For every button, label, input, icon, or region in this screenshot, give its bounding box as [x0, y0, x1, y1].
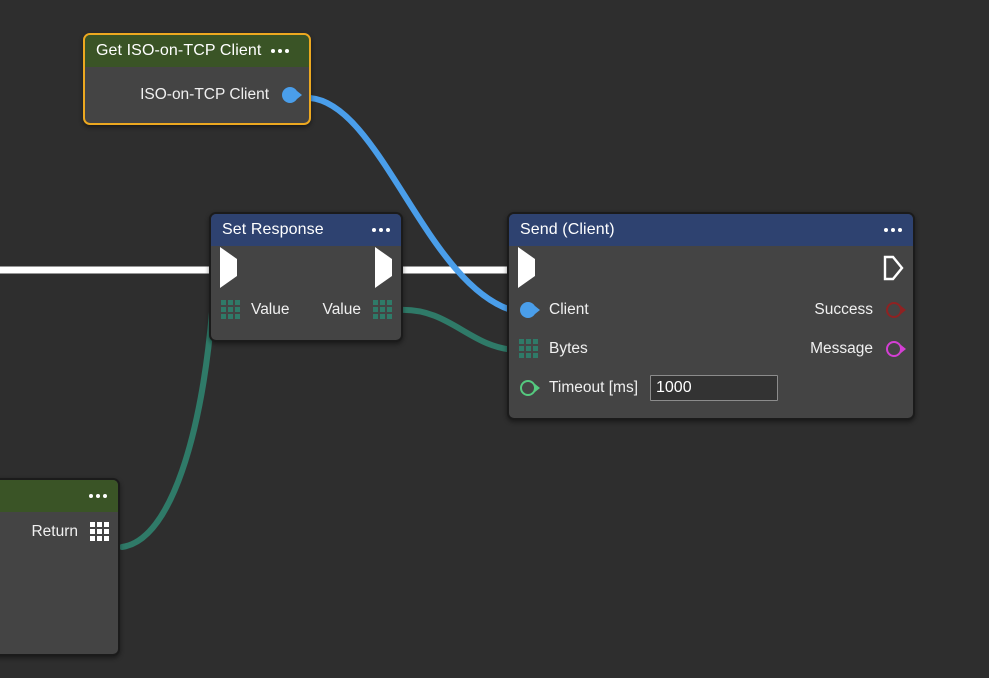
node-send-client[interactable]: Send (Client) [507, 212, 915, 420]
node-header[interactable] [0, 480, 118, 512]
struct-grid-pin-return[interactable] [88, 521, 110, 543]
object-pin-output[interactable] [279, 84, 302, 106]
node-title: Send (Client) [520, 221, 615, 238]
output-label: Value [322, 300, 362, 318]
object-pin-input-client[interactable] [517, 299, 540, 321]
wire-struct-return-to-set-response [119, 309, 215, 550]
node-return[interactable]: Return [0, 478, 120, 656]
bool-pin-output-success[interactable] [883, 299, 906, 321]
output-label: Success [814, 300, 873, 318]
data-row-client: Client Success [509, 290, 913, 329]
node-body: Client Success Bytes [509, 246, 913, 407]
node-set-response[interactable]: Set Response Value [209, 212, 403, 342]
node-header[interactable]: Send (Client) [509, 214, 913, 246]
data-row-return: Return [0, 512, 118, 551]
input-label: Client [549, 300, 589, 318]
node-title: Get ISO-on-TCP Client [96, 42, 262, 59]
output-row-iso-on-tcp-client: ISO-on-TCP Client [85, 67, 309, 123]
input-label: Value [251, 300, 290, 318]
struct-grid-pin-output[interactable] [371, 299, 393, 321]
input-label: Return [31, 522, 78, 540]
wire-struct-set-response-to-bytes [397, 306, 519, 353]
node-body: Return [0, 512, 118, 551]
number-pin-input-timeout[interactable] [517, 377, 540, 399]
timeout-input[interactable] [650, 374, 778, 401]
struct-grid-pin-input-bytes[interactable] [517, 338, 539, 360]
exec-pin-input[interactable] [211, 247, 237, 288]
output-label: ISO-on-TCP Client [140, 86, 269, 103]
data-row-bytes: Bytes Message [509, 329, 913, 368]
input-pin-group: Bytes [509, 338, 588, 360]
node-header[interactable]: Set Response [211, 214, 401, 246]
exec-pin-output[interactable] [883, 255, 913, 281]
string-pin-output-message[interactable] [883, 338, 906, 360]
exec-pin-output[interactable] [375, 247, 401, 288]
output-pin-group: Value [323, 299, 402, 321]
ellipsis-icon[interactable] [884, 228, 902, 232]
data-row-timeout: Timeout [ms] [509, 368, 913, 407]
input-label: Bytes [549, 339, 588, 357]
input-pin-group: Value [211, 299, 290, 321]
output-pin-group: ISO-on-TCP Client [140, 84, 309, 106]
node-body: Value Value [211, 246, 401, 329]
input-label: Timeout [ms] [549, 378, 638, 396]
exec-row [509, 246, 913, 290]
node-header[interactable]: Get ISO-on-TCP Client [85, 35, 309, 67]
node-body: ISO-on-TCP Client [85, 67, 309, 123]
output-pin-group: Message [810, 338, 913, 360]
ellipsis-icon[interactable] [372, 228, 390, 232]
ellipsis-icon[interactable] [271, 49, 290, 53]
data-row-value: Value Value [211, 290, 401, 329]
exec-row [211, 246, 401, 290]
input-pin-group: Timeout [ms] [509, 374, 778, 401]
output-label: Message [810, 339, 873, 357]
node-get-iso-on-tcp-client[interactable]: Get ISO-on-TCP Client ISO-on-TCP Client [83, 33, 311, 125]
node-title: Set Response [222, 221, 324, 238]
struct-grid-pin-input[interactable] [219, 299, 241, 321]
output-pin-group: Success [814, 299, 913, 321]
exec-pin-input[interactable] [509, 247, 535, 288]
input-pin-group: Client [509, 299, 589, 321]
ellipsis-icon[interactable] [89, 494, 107, 498]
exec-pin-outline-icon [883, 255, 904, 281]
input-pin-group: Return [31, 521, 118, 543]
